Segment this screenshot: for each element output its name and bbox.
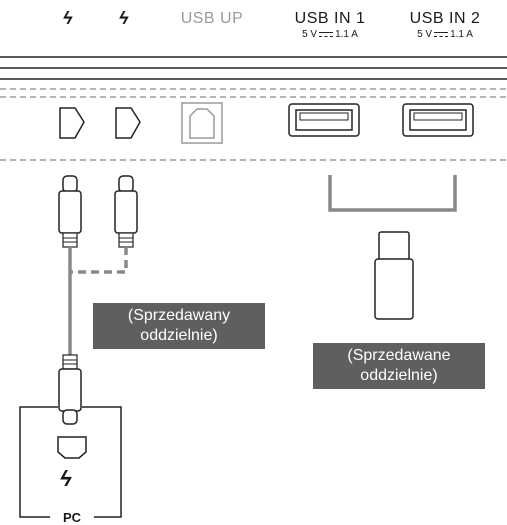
device-sold-separately-caption: (Sprzedawane oddzielnie) xyxy=(313,343,485,389)
usb-in2-port[interactable] xyxy=(402,103,474,137)
caption-line: oddzielnie) xyxy=(360,367,438,384)
usb-c-plug-2 xyxy=(114,175,138,248)
pc-thunderbolt-icon: ϟ xyxy=(60,466,72,491)
dc-symbol-icon xyxy=(319,31,334,37)
usb-flash-drive xyxy=(374,231,414,320)
pc-box xyxy=(19,406,122,518)
thunderbolt-port-2[interactable] xyxy=(115,107,141,139)
usb-c-plug-pc xyxy=(58,354,82,425)
usb-c-plug-1 xyxy=(58,175,82,248)
panel-dashed-lines xyxy=(0,88,507,161)
usb-up-text: USB UP xyxy=(180,10,244,27)
pc-label: PC xyxy=(52,510,92,525)
thunderbolt-port-1-icon: ϟ xyxy=(63,8,73,28)
usb-up-label: USB UP xyxy=(172,10,252,28)
caption-line: (Sprzedawany xyxy=(127,307,231,324)
cable-dashed xyxy=(70,247,128,274)
usb-in1-text: USB IN 1 xyxy=(294,10,366,27)
dc-symbol-icon xyxy=(434,31,449,37)
cable-sold-separately-caption: (Sprzedawany oddzielnie) xyxy=(93,303,265,349)
thunderbolt-port-1[interactable] xyxy=(59,107,85,139)
panel-edge-lines xyxy=(0,56,507,80)
usb-up-port[interactable] xyxy=(181,102,223,144)
caption-line: oddzielnie) xyxy=(140,327,218,344)
thunderbolt-port-2-icon: ϟ xyxy=(119,8,129,28)
usb-hub-bracket xyxy=(328,175,457,212)
caption-line: (Sprzedawane xyxy=(347,347,451,364)
usb-in2-text: USB IN 2 xyxy=(409,10,481,27)
usb-in1-port[interactable] xyxy=(288,103,360,137)
pc-thunderbolt-port xyxy=(57,436,87,459)
